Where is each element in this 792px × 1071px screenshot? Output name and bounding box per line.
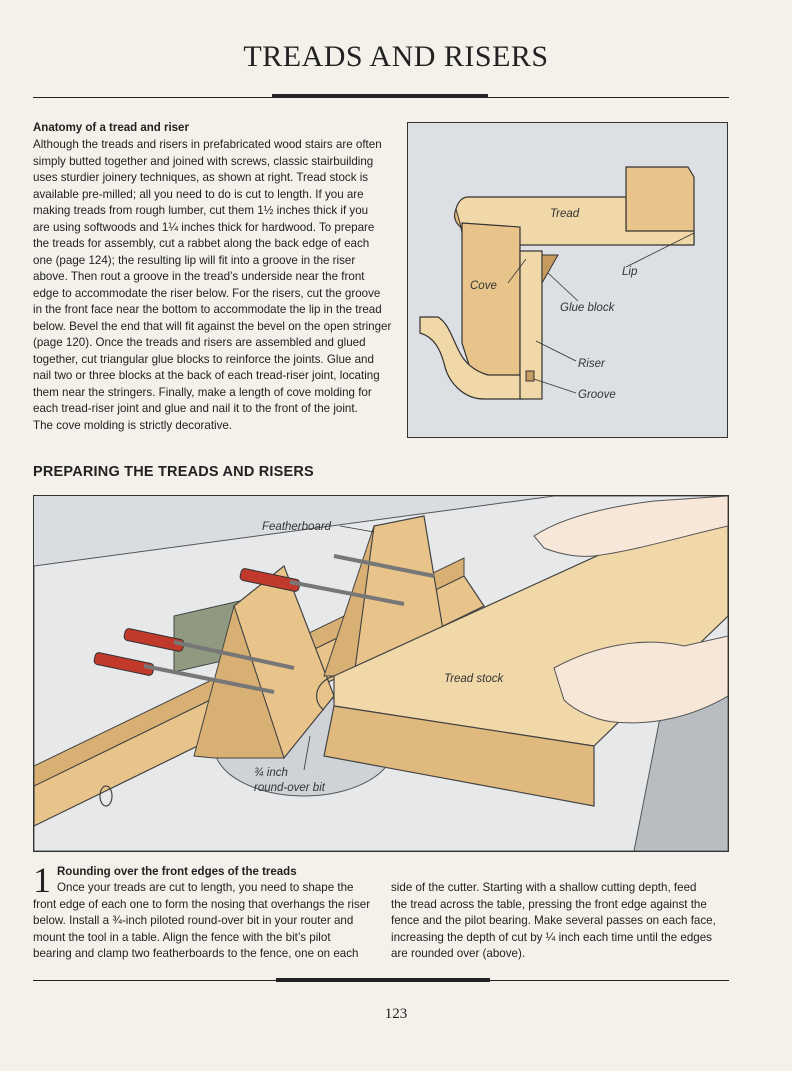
step-line: bearing and clamp two featherboards to t… [33,947,359,960]
label-glue-block: Glue block [560,302,616,314]
anatomy-line: available pre-milled; all you need to do… [33,187,364,201]
anatomy-line: one (page 124); the resulting lip will f… [33,253,356,267]
anatomy-line: are using softwoods and 1¼ inches thick … [33,220,375,234]
anatomy-line: together, cut triangular glue blocks to … [33,352,374,366]
step-line: are rounded over (above). [391,947,526,960]
glue-block-leader [547,272,579,302]
featherboard-left-face [193,604,285,759]
anatomy-paragraph: Although the treads and risers in prefab… [33,137,403,434]
hand-bottom [553,635,728,724]
label-tread: Tread [550,208,580,220]
bit-leader [303,735,311,771]
anatomy-line: uses sturdier joinery techniques, as sho… [33,171,369,184]
label-bit-size: ¾ inch [254,767,288,779]
step-line: the tread across the table, pressing the… [391,897,707,911]
anatomy-line: below. Bevel the end that will fit again… [33,319,392,333]
anatomy-line: above. Then rout a groove in the tread’s… [33,270,365,283]
clamp-bar [143,664,275,694]
step-line: below. Install a ¾-inch piloted round-ov… [33,914,354,927]
tread-riser-diagram: Tread Lip Cove Glue block Riser Groove [407,122,728,438]
router-table-drawing: Featherboard Tread stock ¾ inch round-ov… [34,496,728,851]
label-tread-stock: Tread stock [444,673,504,685]
tread-riser-drawing: Tread Lip Cove Glue block Riser Groove [419,166,695,401]
anatomy-line: The cove molding is strictly decorative. [33,418,233,432]
glue-block [541,254,559,285]
clamp-handle [239,568,301,592]
label-riser: Riser [578,358,606,370]
footer-rule-accent [276,978,490,982]
clamp-bar [333,554,435,578]
clamp-bar [289,580,405,606]
page-title: TREADS AND RISERS [243,40,549,73]
step-text-col1: Once your treads are cut to length, you … [33,880,378,963]
rounded-edge [316,675,335,711]
anatomy-heading: Anatomy of a tread and riser [33,122,189,134]
anatomy-line: edge to accommodate the riser below. For… [33,286,381,300]
tread-stock-edge [323,705,595,807]
riser-leader [535,340,577,362]
step-line: mount the tool in a table. Align the fen… [33,930,331,944]
section-heading: PREPARING THE TREADS AND RISERS [33,464,314,480]
anatomy-line: nail two or three blocks at the back of … [33,369,380,382]
clamp-handle [123,628,185,652]
label-bit-type: round-over bit [254,782,326,794]
step-line: side of the cutter. Starting with a shal… [391,881,697,894]
step-line: increasing the depth of cut by ¼ inch ea… [391,930,712,944]
clamp-bar [173,640,295,670]
step-number: 1 [33,860,51,900]
label-cove: Cove [470,280,497,292]
clamp-handle [93,652,155,676]
label-lip: Lip [622,266,638,278]
hand-top [533,496,728,557]
anatomy-line: Although the treads and risers in prefab… [33,138,382,151]
title-rule-accent [272,94,488,98]
label-groove: Groove [578,389,616,401]
anatomy-line: the treads for assembly, cut a rabbet al… [33,237,370,250]
groove-notch [525,370,535,382]
anatomy-line: making treads from rough lumber, cut the… [33,204,369,217]
anatomy-line: (page 120). Once the treads and risers a… [33,336,366,349]
anatomy-line: simply butted together and joined with s… [33,154,374,168]
cove-leader [507,258,527,284]
lip-leader [625,232,695,268]
step-title: Rounding over the front edges of the tre… [57,866,297,878]
step-line: front edge of each one to form the nosin… [33,897,371,911]
step-text-col2: side of the cutter. Starting with a shal… [391,880,731,963]
router-table-illustration: Featherboard Tread stock ¾ inch round-ov… [33,495,729,852]
anatomy-line: each tread-riser joint and glue and nail… [33,402,358,415]
fence-hole [99,785,113,807]
anatomy-line: them near the stringers. Finally, make a… [33,385,372,399]
step-line: Once your treads are cut to length, you … [57,881,354,894]
label-featherboard: Featherboard [262,521,332,533]
page-number: 123 [384,1006,408,1022]
featherboard-leader [339,525,375,533]
groove-leader [533,378,577,394]
anatomy-line: in the front face near the bottom to acc… [33,303,382,316]
riser-board [519,250,543,400]
step-line: fence and the pilot bearing. Make severa… [391,914,716,927]
